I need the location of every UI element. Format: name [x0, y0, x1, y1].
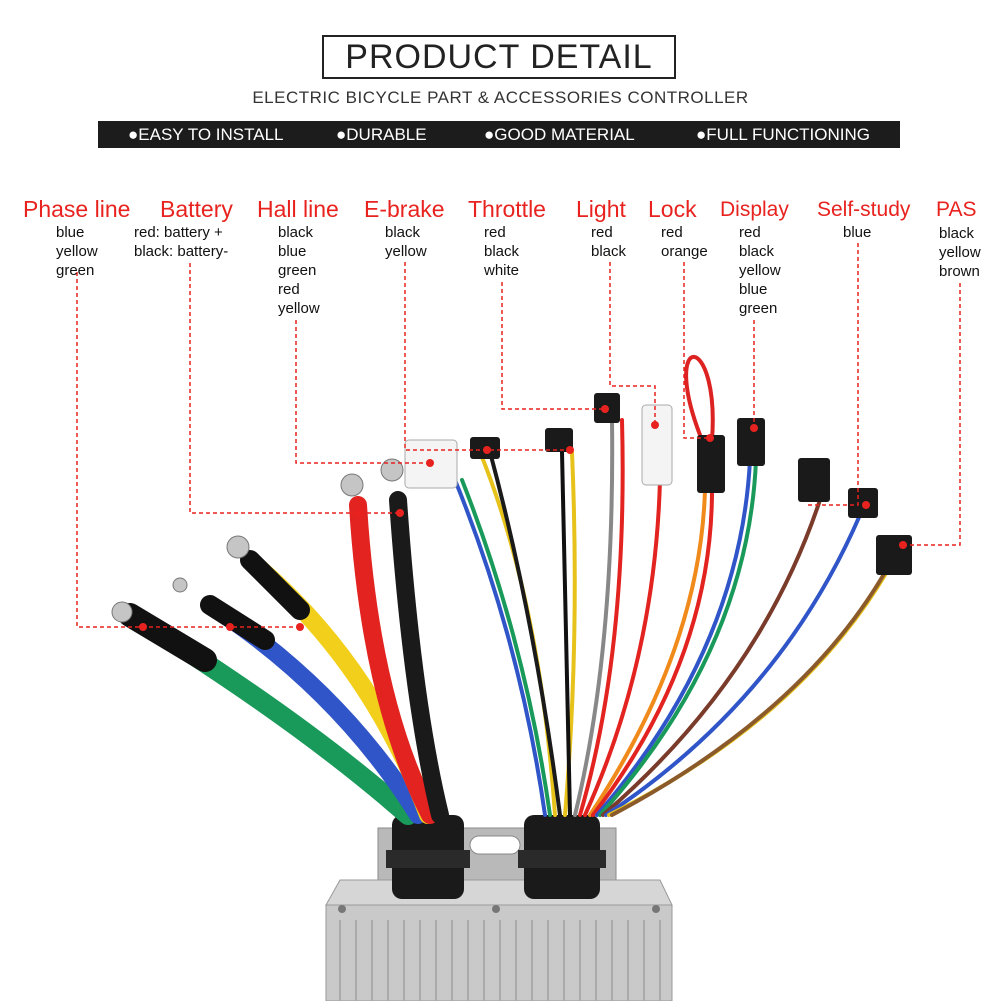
throttle-colors: red black white: [484, 223, 519, 280]
color-item: green: [56, 262, 95, 279]
feature-item: ●GOOD MATERIAL: [484, 125, 635, 144]
self-study-plug: [798, 458, 830, 502]
display-colors: red black yellow blue green: [739, 223, 781, 318]
color-item: green: [739, 300, 778, 317]
color-item: orange: [661, 243, 708, 260]
feature-item: ●FULL FUNCTIONING: [696, 125, 870, 144]
feature-label: DURABLE: [346, 125, 427, 144]
color-item: yellow: [939, 244, 981, 261]
feature-label: FULL FUNCTIONING: [706, 125, 870, 144]
feature-bar: ●EASY TO INSTALL ●DURABLE ●GOOD MATERIAL…: [98, 121, 900, 148]
power-wires: [118, 491, 449, 825]
page-title: PRODUCT DETAIL: [322, 35, 676, 79]
feature-label: EASY TO INSTALL: [138, 125, 284, 144]
color-item: green: [278, 262, 317, 279]
color-item: black: [939, 225, 975, 242]
color-item: blue: [739, 281, 768, 298]
color-item: red: [484, 224, 506, 241]
phase-line-colors: blue yellow green: [56, 223, 98, 280]
color-item: black: [591, 243, 627, 260]
label-pas: PAS: [936, 198, 977, 221]
color-item: blue: [843, 224, 872, 241]
display-connector: [737, 418, 765, 466]
battery-colors: red: battery + black: battery-: [134, 223, 228, 261]
light-colors: red black: [591, 223, 626, 261]
label-e-brake: E-brake: [364, 196, 445, 222]
label-lock: Lock: [648, 196, 697, 222]
color-item: yellow: [56, 243, 98, 260]
throttle-connector: [545, 428, 573, 452]
color-item: black: [385, 224, 421, 241]
page-subtitle: ELECTRIC BICYCLE PART & ACCESSORIES CONT…: [252, 88, 749, 107]
pas-connector: [876, 535, 912, 575]
feature-item: ●DURABLE: [336, 125, 427, 144]
lock-plug: [697, 435, 725, 493]
label-phase-line: Phase line: [23, 196, 131, 222]
color-item: red: battery +: [134, 224, 223, 241]
cable-gland-left: [386, 815, 470, 899]
feature-label: GOOD MATERIAL: [494, 125, 635, 144]
ring-terminals: [111, 458, 404, 623]
label-light: Light: [576, 196, 626, 222]
color-item: blue: [56, 224, 85, 241]
color-item: red: [278, 281, 300, 298]
color-item: black: [739, 243, 775, 260]
color-item: black: [278, 224, 314, 241]
label-throttle: Throttle: [468, 196, 546, 222]
label-battery: Battery: [160, 196, 233, 222]
label-display: Display: [720, 198, 789, 221]
color-item: red: [739, 224, 761, 241]
leader-lines: [76, 243, 961, 628]
label-hall-line: Hall line: [257, 196, 339, 222]
color-item: yellow: [278, 300, 320, 317]
e-brake-colors: black yellow: [385, 223, 427, 261]
color-item: brown: [939, 263, 980, 280]
color-item: yellow: [739, 262, 781, 279]
color-item: black: battery-: [134, 243, 229, 260]
color-item: white: [484, 262, 520, 279]
controller-housing: [325, 827, 673, 1001]
color-item: yellow: [385, 243, 427, 260]
pas-colors: black yellow brown: [939, 224, 981, 281]
self-study-colors: blue: [843, 223, 871, 242]
lock-connector: [641, 404, 673, 486]
lock-colors: red orange: [661, 223, 708, 261]
color-item: blue: [278, 243, 307, 260]
hall-line-colors: black blue green red yellow: [278, 223, 320, 318]
cable-gland-right: [518, 815, 606, 899]
label-self-study: Self-study: [817, 198, 911, 221]
signal-wires: [453, 355, 894, 817]
feature-item: ●EASY TO INSTALL: [128, 125, 284, 144]
color-item: red: [591, 224, 613, 241]
color-item: black: [484, 243, 520, 260]
leader-dots: [139, 405, 907, 631]
color-item: red: [661, 224, 683, 241]
